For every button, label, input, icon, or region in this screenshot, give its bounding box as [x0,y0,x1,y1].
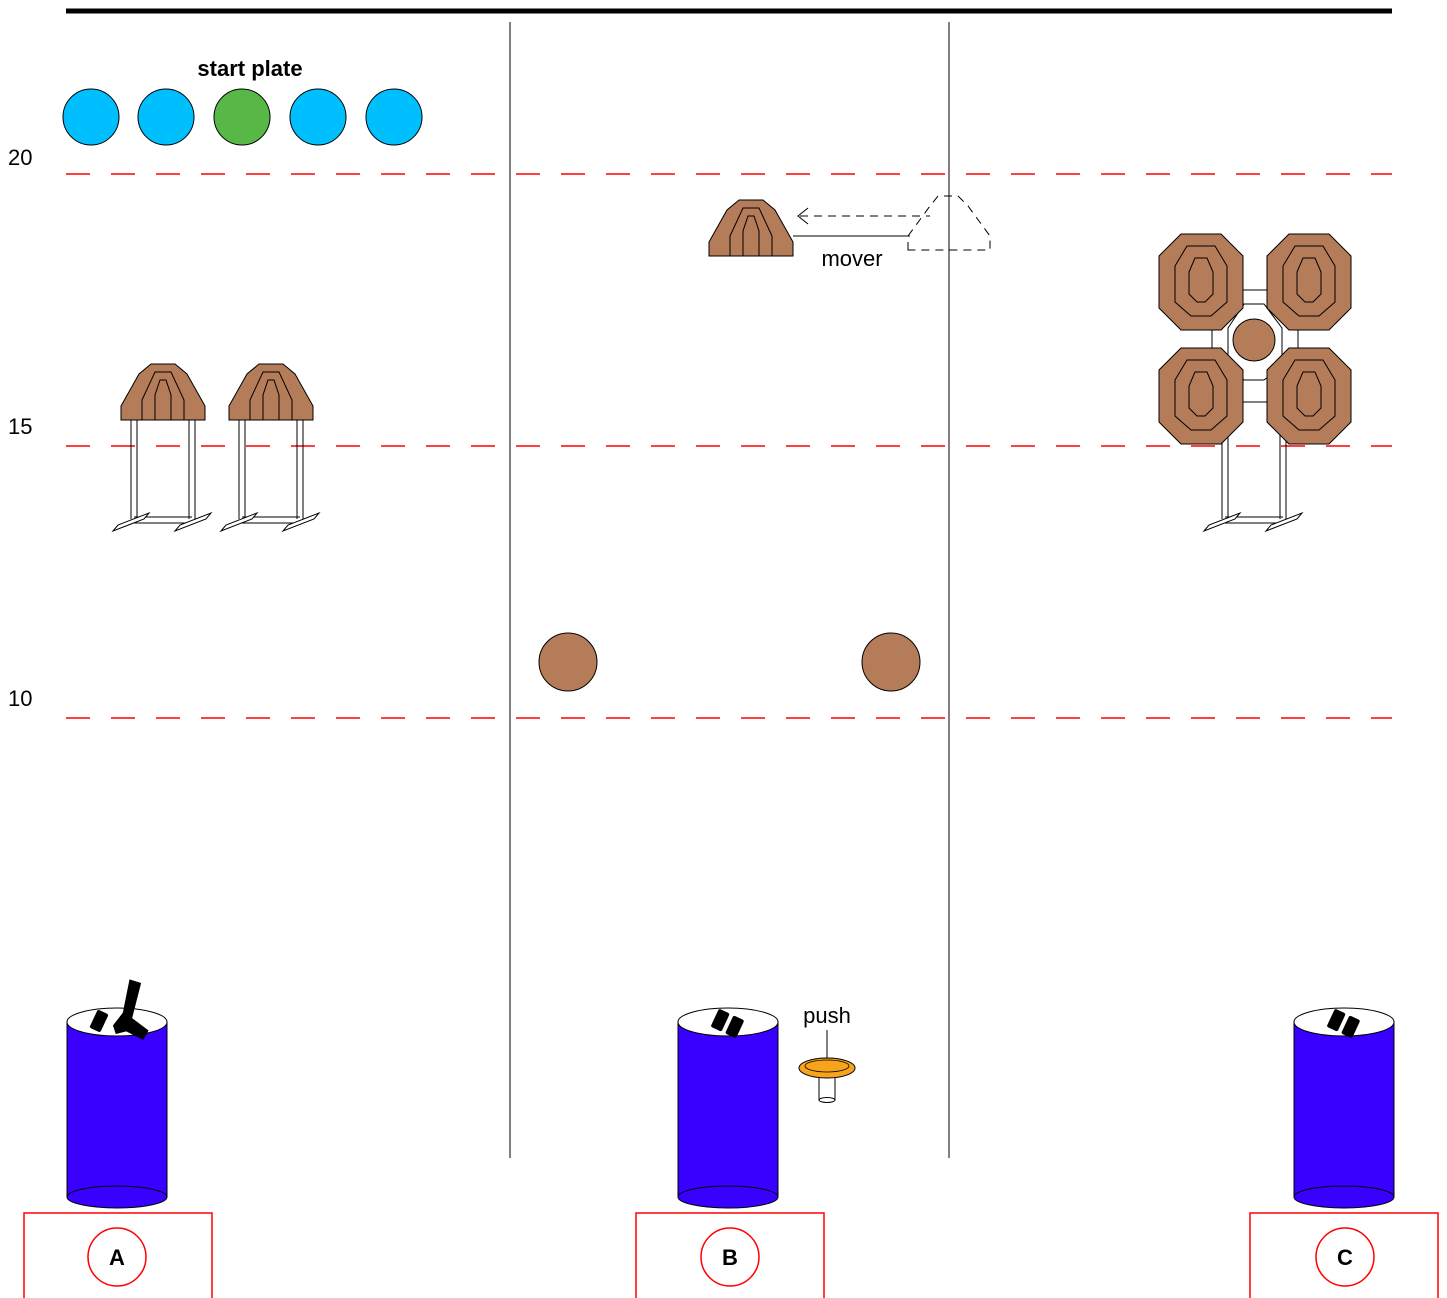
shooting-box-b: B [635,1212,825,1298]
round-plate-left [538,632,598,692]
barrel-b [677,1007,779,1209]
barrel-c [1293,1007,1395,1209]
barrel-icon [66,979,168,1209]
mover-ghost [907,195,991,251]
plate-5 [365,88,423,146]
shooting-box-c: C [1249,1212,1439,1298]
steel-target-a1 [112,363,212,532]
position-c-label: C [1337,1245,1353,1270]
push-button-activator [798,1057,856,1103]
shooting-box-a: A [23,1212,213,1298]
plate-rack [62,88,423,146]
octagon-cluster [1158,233,1352,532]
octagon-bottom-left [1158,347,1244,445]
magazine-icon [89,1010,109,1032]
round-plate-right [861,632,921,692]
plate-2 [137,88,195,146]
center-steel-disc [1232,318,1276,362]
distance-marker-10: 10 [8,686,32,711]
octagon-bottom-right [1266,347,1352,445]
octagon-top-left [1158,233,1244,331]
position-b-label: B [722,1245,738,1270]
position-a-label: A [109,1245,125,1270]
plate-4 [289,88,347,146]
mover-target [708,199,794,257]
mover-label: mover [821,246,882,271]
plate-1 [62,88,120,146]
distance-marker-20: 20 [8,145,32,170]
start-plate-label: start plate [197,56,302,81]
octagon-top-right [1266,233,1352,331]
start-plate [213,88,271,146]
distance-marker-15: 15 [8,414,32,439]
push-label: push [803,1003,851,1028]
steel-target-a2 [220,363,320,532]
pistol-icon [112,979,149,1040]
arrow-left-icon [797,207,930,225]
